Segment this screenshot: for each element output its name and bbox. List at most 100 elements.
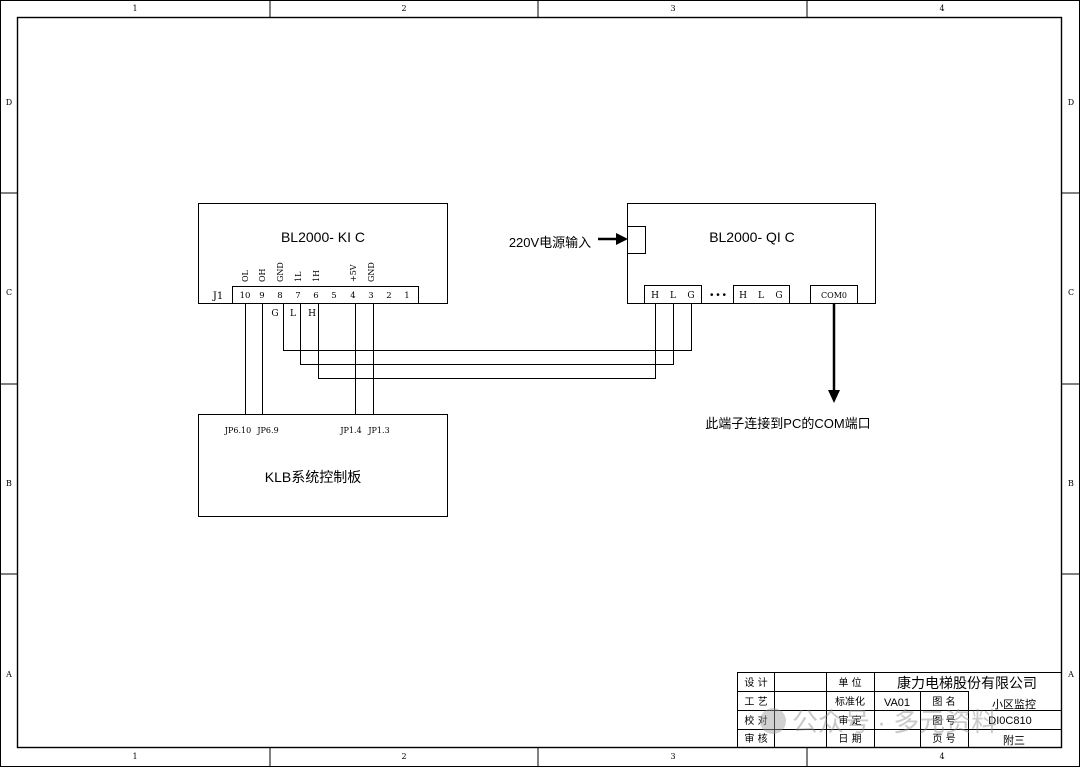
kic-pin-number: 6 <box>313 291 318 301</box>
wiring <box>245 304 692 415</box>
kic-pin-signal: 1H <box>312 270 321 282</box>
col-zone-bottom-4: 4 <box>939 752 944 761</box>
tb-page-value: 附三 <box>1003 733 1025 747</box>
row-zone-left-c: C <box>6 288 12 297</box>
qic-terminal-label: G <box>775 291 782 301</box>
tb-review-label: 审 定 <box>838 714 861 727</box>
kic-wire-tag-h: H <box>308 309 316 319</box>
kic-pin-number: 2 <box>386 291 391 301</box>
kic-pin-signal: +5V <box>349 264 358 282</box>
watermark: 公众号 · 多元资料 <box>760 707 997 737</box>
tb-std-value: VA01 <box>884 697 910 709</box>
col-zone-top-2: 2 <box>401 4 406 13</box>
klb-jumper-labels: JP6.10 JP6.9 JP1.4 JP1.3 <box>224 426 390 435</box>
klb-board-outline <box>198 414 448 517</box>
tb-drawing-name: 小区监控 <box>992 697 1036 711</box>
tb-date-label: 日 期 <box>838 733 861 745</box>
kic-wire-tags: G L H <box>271 309 316 319</box>
klb-jumper-label: JP1.3 <box>367 426 389 435</box>
zone-labels: 1 2 3 4 1 2 3 4 D C B A D C B A <box>5 4 1074 761</box>
kic-pin-number: 1 <box>404 291 409 301</box>
qic-terminal-label: H <box>651 291 659 301</box>
kic-wire-tag-l: L <box>290 309 296 319</box>
tb-std-label: 标准化 <box>835 695 865 708</box>
wechat-logo-icon <box>760 708 786 734</box>
kic-board-title: BL2000- KI C <box>281 229 365 245</box>
kic-pin-signal: GND <box>367 262 376 282</box>
row-zone-left-d: D <box>6 98 12 107</box>
kic-pin-number: 5 <box>331 291 336 301</box>
tb-audit-label: 审 核 <box>744 732 767 745</box>
com-port-arrow <box>828 304 840 403</box>
kic-pin-number: 9 <box>259 291 264 301</box>
qic-terminal-labels-1: H L G <box>651 291 695 301</box>
kic-pin-number: 4 <box>350 291 355 301</box>
klb-board-title: KLB系统控制板 <box>265 469 361 485</box>
kic-connector-label: J1 <box>212 291 223 302</box>
qic-terminal-label: H <box>739 291 747 301</box>
tb-drawing-no: DI0C810 <box>988 715 1031 727</box>
tb-check-label: 校 对 <box>744 714 767 727</box>
tb-drawing-no-label: 图 号 <box>932 715 955 727</box>
kic-connector-strip <box>232 286 419 304</box>
row-zone-left-a: A <box>5 670 12 679</box>
qic-terminal-labels-2: H L G <box>739 291 783 301</box>
qic-terminal-label: L <box>670 291 676 301</box>
title-block-text: 设 计 工 艺 校 对 审 核 单 位 康力电梯股份有限公司 标准化 VA01 … <box>744 675 1037 747</box>
wire-h-bus <box>318 304 656 379</box>
title-block <box>737 672 1062 748</box>
kic-pin-signals: OL OH GND 1L 1H +5V GND <box>241 262 376 282</box>
kic-pin-signal: OH <box>258 268 267 282</box>
kic-board-outline <box>198 203 448 304</box>
col-zone-top-3: 3 <box>670 4 675 13</box>
klb-jumper-label: JP1.4 <box>339 426 361 435</box>
kic-pin-signal: OL <box>241 269 250 282</box>
row-zone-right-d: D <box>1068 98 1074 107</box>
row-zone-right-b: B <box>1068 479 1074 488</box>
wire-g-bus <box>283 304 692 351</box>
row-zone-right-a: A <box>1067 670 1074 679</box>
col-zone-bottom-2: 2 <box>401 752 406 761</box>
col-zone-top-4: 4 <box>939 4 944 13</box>
qic-terminal-block-1 <box>644 285 702 304</box>
power-input-arrow <box>598 233 628 245</box>
klb-board: KLB系统控制板 JP6.10 JP6.9 JP1.4 JP1.3 <box>198 414 448 517</box>
kic-pin-number: 7 <box>295 291 300 301</box>
kic-pin-signal: 1L <box>294 271 303 282</box>
com-port-terminal <box>810 285 858 304</box>
tb-unit-label: 单 位 <box>838 676 861 689</box>
power-input-terminal <box>627 226 646 254</box>
kic-pin-numbers: 10 9 8 7 6 5 4 3 2 1 <box>240 291 410 301</box>
row-zone-left-b: B <box>6 479 12 488</box>
power-input-label: 220V电源输入 <box>509 235 591 250</box>
com-port-label: COM0 <box>821 291 847 300</box>
wire-l-bus <box>300 304 674 365</box>
kic-board: BL2000- KI C J1 10 9 8 7 6 5 4 3 2 1 OL … <box>198 203 448 319</box>
klb-jumper-label: JP6.9 <box>256 426 278 435</box>
kic-pin-signal: GND <box>276 262 285 282</box>
qic-board: BL2000- QI C 220V电源输入 H L G • • • H L G … <box>509 203 876 431</box>
klb-jumper-label: JP6.10 <box>224 426 251 435</box>
tb-page-label: 页 号 <box>932 733 955 745</box>
tb-drawing-name-label: 图 名 <box>932 695 955 708</box>
qic-terminal-block-2 <box>733 285 790 304</box>
com-port-note: 此端子连接到PC的COM端口 <box>705 416 870 431</box>
kic-pin-number: 3 <box>368 291 373 301</box>
qic-terminal-label: G <box>687 291 694 301</box>
col-zone-bottom-1: 1 <box>132 752 137 761</box>
watermark-text: 公众号 · 多元资料 <box>792 707 997 737</box>
kic-wire-tag-g: G <box>271 309 278 319</box>
col-zone-bottom-3: 3 <box>670 752 675 761</box>
col-zone-top-1: 1 <box>132 4 137 13</box>
tb-design-label: 设 计 <box>744 676 767 689</box>
row-zone-right-c: C <box>1068 288 1074 297</box>
kic-pin-number: 8 <box>277 291 282 301</box>
qic-terminal-ellipsis: • • • <box>710 290 727 301</box>
kic-pin-number: 10 <box>240 291 251 301</box>
tb-company-name: 康力电梯股份有限公司 <box>897 675 1037 692</box>
qic-terminal-label: L <box>758 291 764 301</box>
tb-craft-label: 工 艺 <box>744 696 767 708</box>
qic-board-outline <box>627 203 876 304</box>
